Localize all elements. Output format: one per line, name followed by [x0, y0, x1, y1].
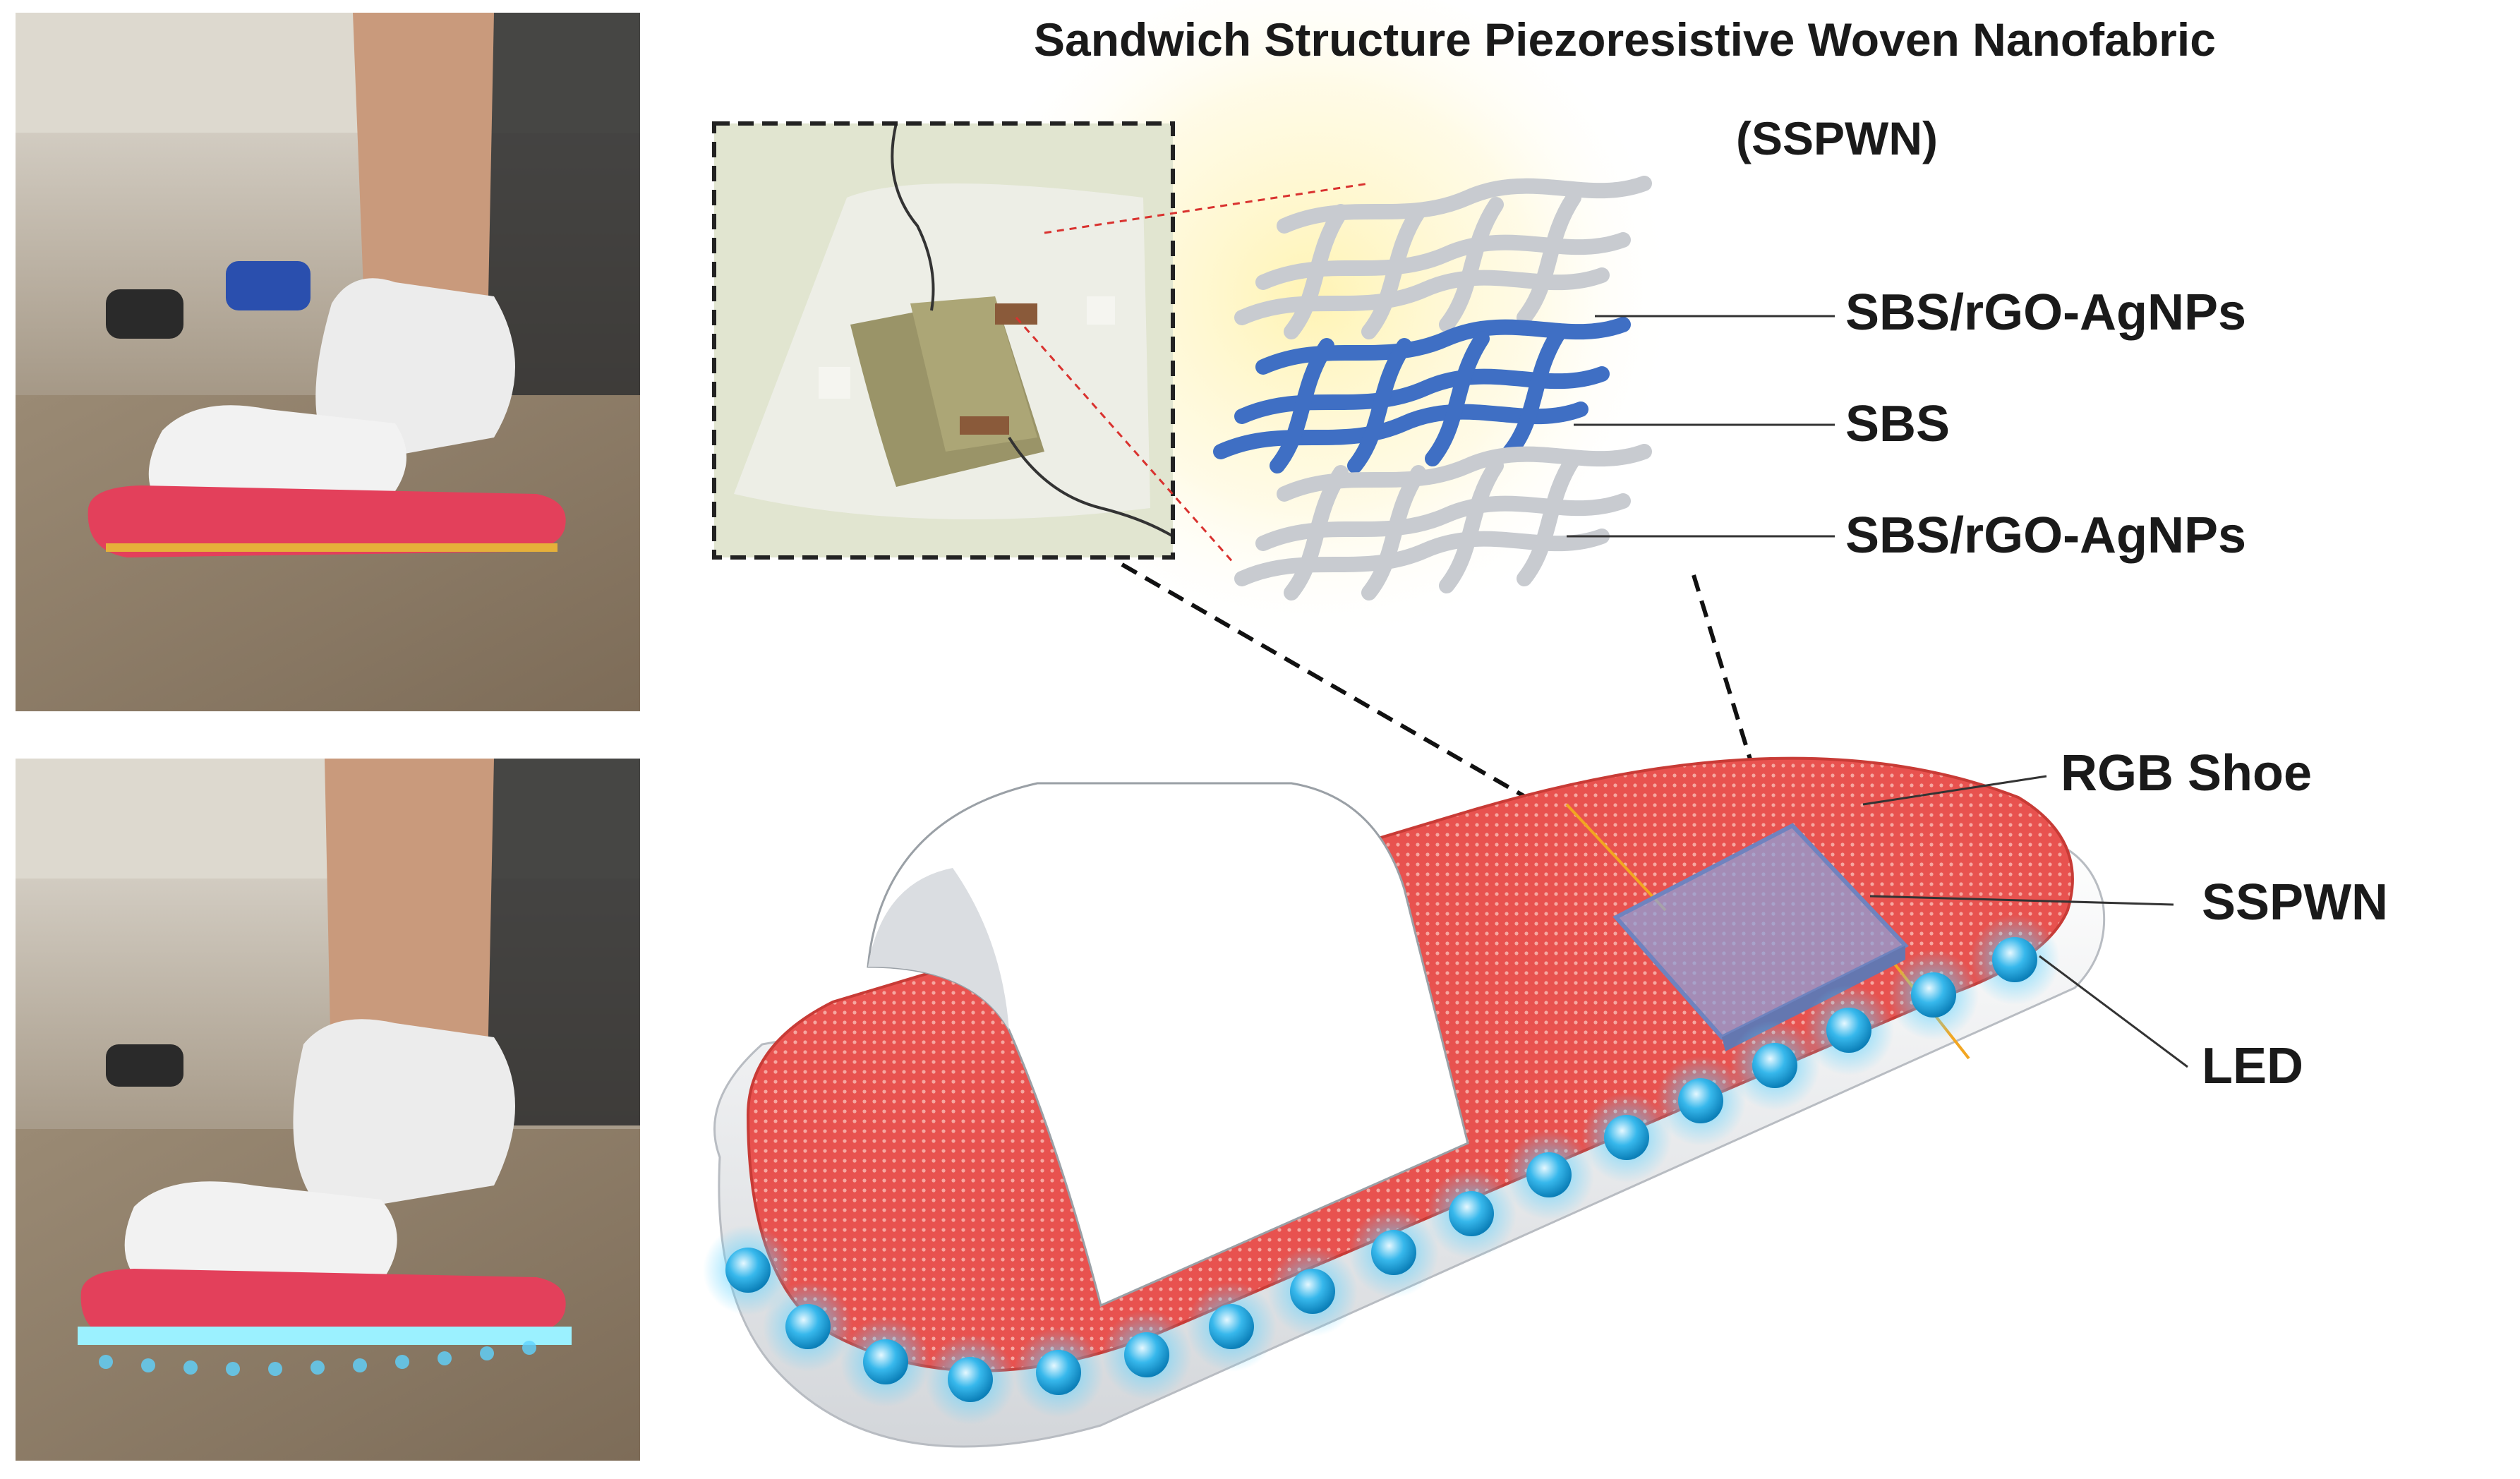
- figure-title: Sandwich Structure Piezoresistive Woven …: [1034, 13, 2216, 66]
- led-7: [1186, 1281, 1277, 1372]
- label-sspwn: SSPWN: [2202, 874, 2389, 931]
- label-led: LED: [2202, 1038, 2303, 1094]
- led-strip: [703, 914, 2060, 1425]
- rgb-shoe: [713, 756, 2106, 1448]
- led-12: [1581, 1092, 1672, 1183]
- led-13: [1656, 1056, 1746, 1146]
- led-4: [925, 1334, 1015, 1425]
- zoom-line-upper: [1044, 182, 1370, 234]
- layer-label-bottom: SBS/rGO-AgNPs: [1845, 507, 2247, 564]
- leader-rgb-shoe: [1862, 775, 2047, 806]
- inset-frame: [712, 121, 1175, 560]
- led-10: [1426, 1169, 1517, 1259]
- led-1: [703, 1225, 793, 1315]
- zoom-line-lower: [1015, 317, 1236, 565]
- led-9: [1349, 1207, 1439, 1298]
- led-17: [1970, 914, 2060, 1005]
- figure-title-abbrev: (SSPWN): [1736, 112, 1938, 164]
- layer-label-top: SBS/rGO-AgNPs: [1845, 284, 2247, 341]
- leader-sspwn: [1869, 895, 2174, 906]
- led-6: [1102, 1310, 1192, 1400]
- layer-top-rgo: [1234, 176, 1652, 339]
- led-16: [1888, 950, 1979, 1040]
- sensor-photo-inset: [714, 123, 1174, 557]
- leader-led: [2039, 955, 2188, 1068]
- led-2: [763, 1281, 853, 1372]
- layer-label-middle: SBS: [1845, 396, 1951, 452]
- led-14: [1730, 1020, 1820, 1111]
- photo-foot-off: [16, 13, 640, 711]
- led-15: [1804, 985, 1894, 1075]
- layer-middle-sbs: [1213, 317, 1631, 473]
- led-11: [1504, 1130, 1594, 1220]
- led-5: [1013, 1327, 1104, 1418]
- led-3: [840, 1317, 931, 1407]
- shoe-strap: [867, 782, 1469, 1308]
- led-8: [1267, 1246, 1358, 1336]
- layer-bottom-rgo: [1234, 444, 1652, 600]
- label-rgb-shoe: RGB Shoe: [2061, 745, 2313, 802]
- photo-foot-pressed: [16, 759, 640, 1461]
